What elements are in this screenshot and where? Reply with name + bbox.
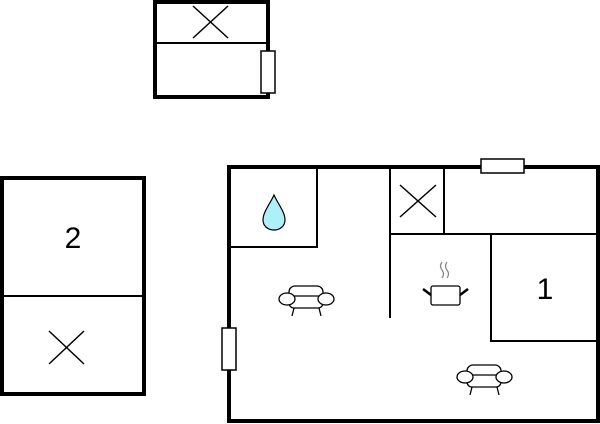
room-label-1: 1 <box>537 273 554 306</box>
x-marker-icon <box>192 5 229 39</box>
room-label-2: 2 <box>65 222 82 255</box>
sofa-icon <box>278 285 335 317</box>
window-icon <box>260 50 276 94</box>
bathroom-drop-icon <box>262 193 286 231</box>
x-marker-icon <box>399 184 437 218</box>
sofa-icon <box>456 364 513 396</box>
main-building: 1 <box>221 158 600 423</box>
window-icon <box>221 327 237 371</box>
cooking-pot-icon <box>422 261 469 306</box>
left-building: 2 <box>0 176 146 396</box>
x-marker-icon <box>48 330 85 365</box>
window-icon <box>480 158 525 174</box>
annex-building <box>153 0 276 99</box>
